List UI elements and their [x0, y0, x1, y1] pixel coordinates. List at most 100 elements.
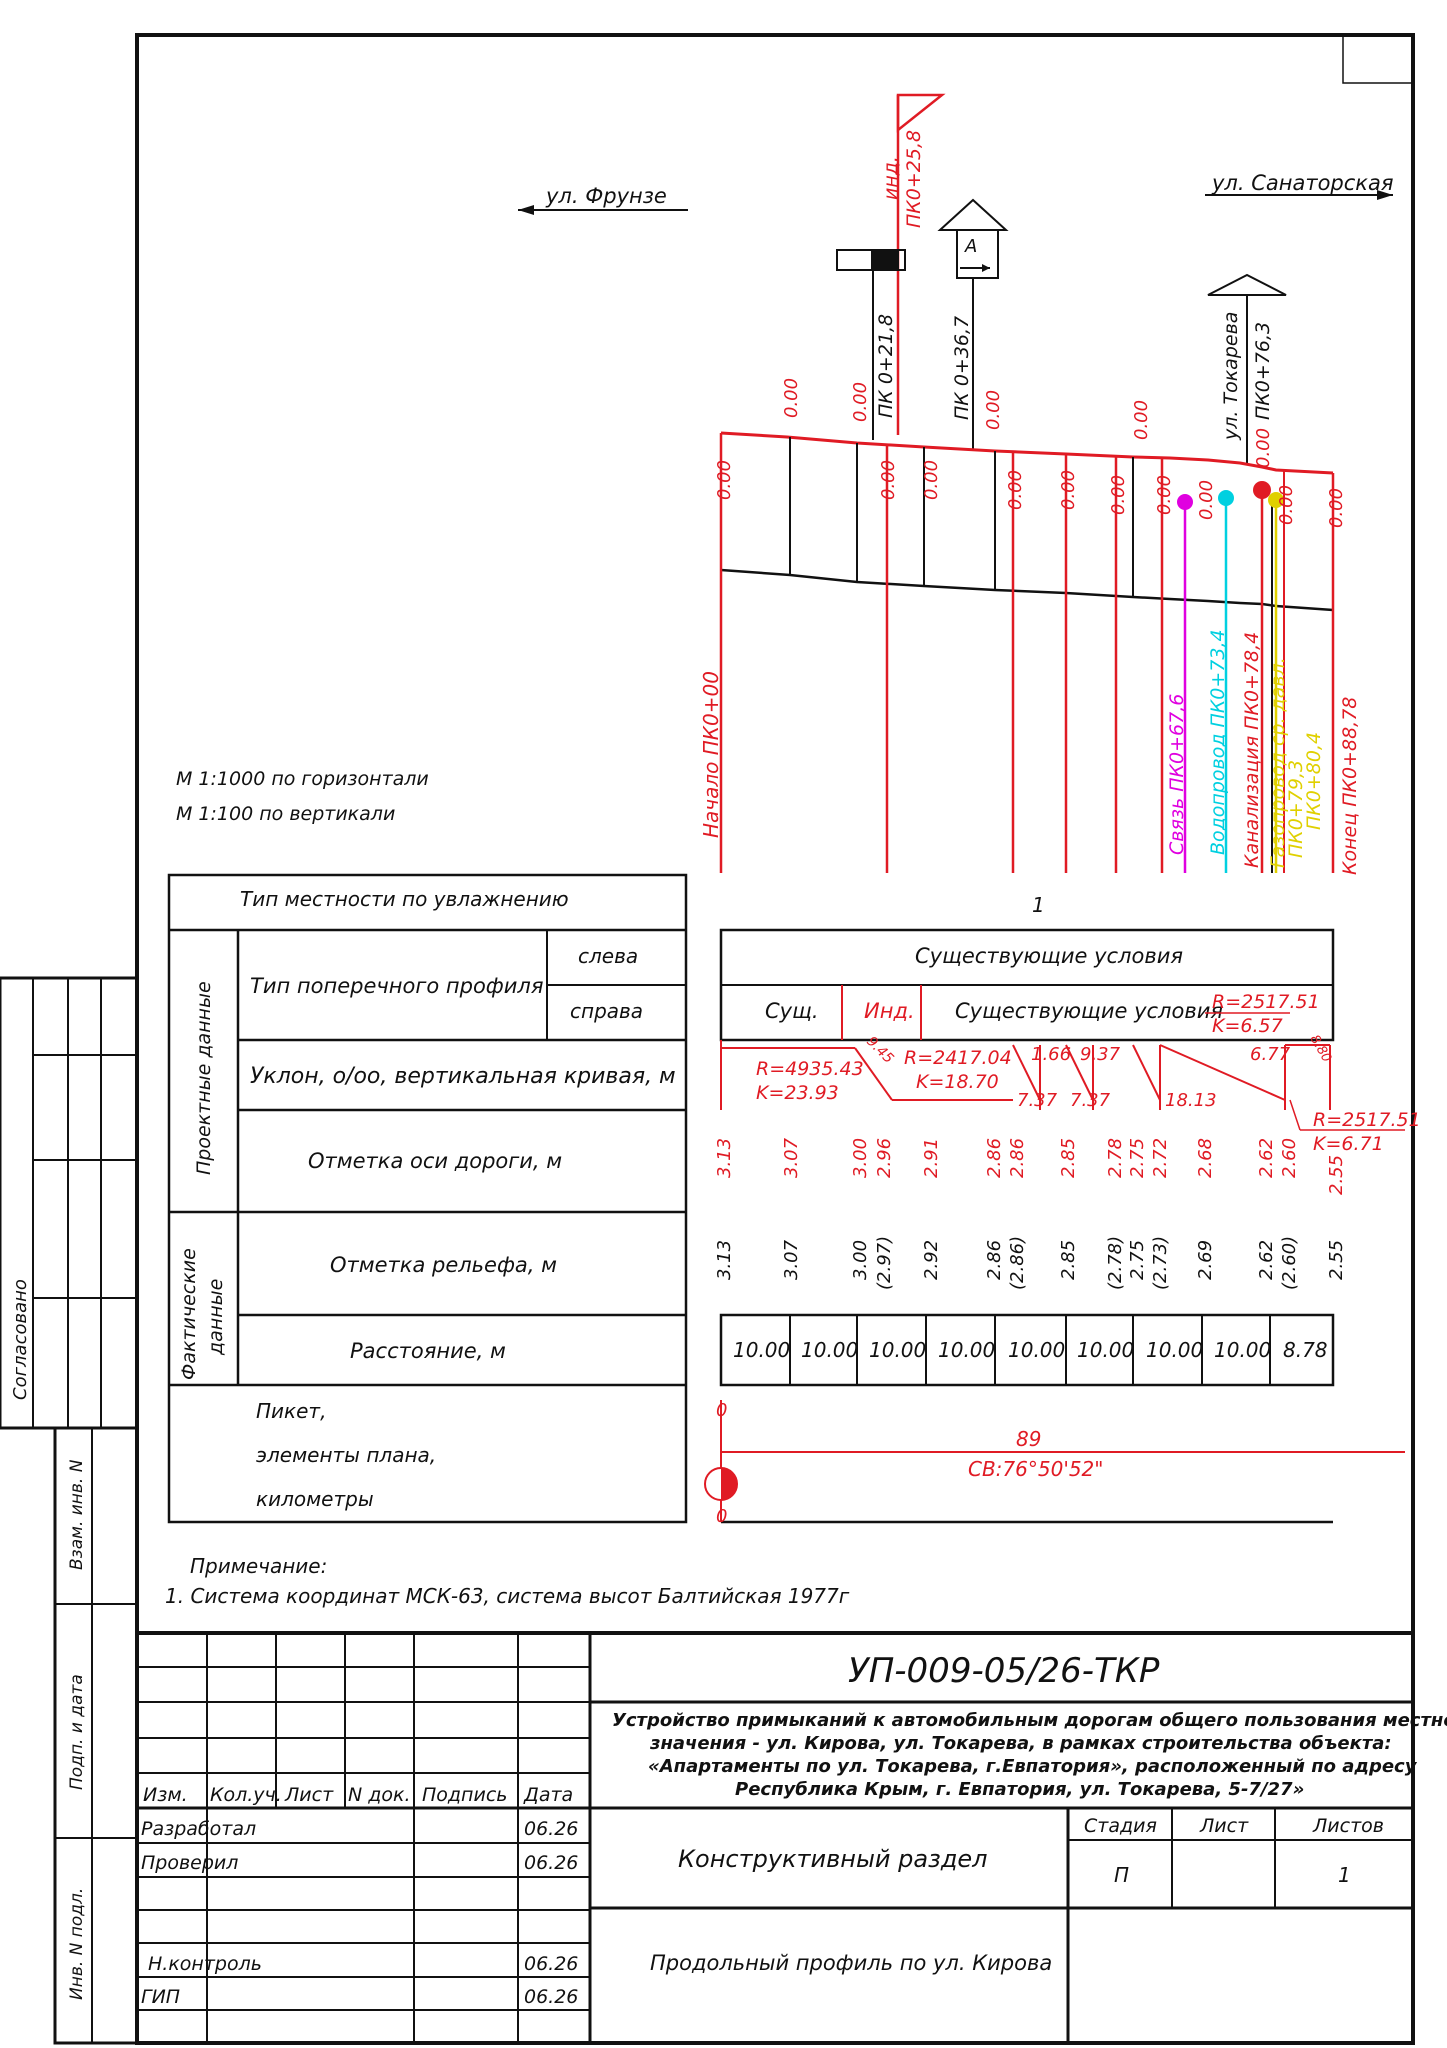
label-end: Конец ПК0+88,78 — [1339, 697, 1361, 875]
distance-cell: 10.00 — [1077, 1338, 1134, 1362]
group-actual-2: данные — [205, 1279, 227, 1356]
relief-mark: 2.85 — [1058, 1240, 1079, 1280]
stamp-sheet-title: Продольный профиль по ул. Кирова — [650, 1951, 1052, 1975]
slope-s7: 6.77 — [1250, 1044, 1291, 1065]
stamp-h-podp: Подпись — [422, 1784, 507, 1806]
relief-mark: 3.07 — [781, 1239, 802, 1280]
row-dist: Расстояние, м — [350, 1339, 506, 1363]
zero-label: 0.00 — [1253, 428, 1274, 468]
plan-bearing: СВ:76°50'52" — [968, 1457, 1103, 1481]
corner-box — [1342, 34, 1414, 84]
slope-s5: 7.37 — [1070, 1090, 1111, 1111]
pk-21-8: ПК 0+21,8 — [875, 314, 897, 418]
relief-mark: (2.78) — [1105, 1236, 1126, 1290]
note-line: 1. Система координат МСК-63, система выс… — [165, 1584, 850, 1608]
stamp-norm-control: Н.контроль — [148, 1953, 262, 1975]
label-gas2: ПК0+79,3 — [1285, 760, 1307, 858]
relief-mark: 2.55 — [1326, 1240, 1347, 1280]
sign-a: А — [964, 236, 977, 257]
row-picket-2: элементы плана, — [256, 1443, 436, 1467]
plan-length: 89 — [1016, 1427, 1041, 1451]
stamp-stage: П — [1114, 1863, 1129, 1887]
zero-label: 0.00 — [1058, 470, 1079, 510]
zero-label: 0.00 — [1131, 400, 1152, 440]
scale-horizontal: М 1:1000 по горизонтали — [176, 768, 429, 790]
relief-mark: 3.00 — [850, 1240, 871, 1280]
conditions-header: Существующие условия — [915, 944, 1183, 968]
row-relief: Отметка рельефа, м — [330, 1253, 557, 1277]
zero-label: 0.00 — [1326, 488, 1347, 528]
row-terrain: Тип местности по увлажнению — [240, 887, 569, 911]
slope-s1: 9.45 — [863, 1034, 896, 1067]
plan-row: 0 0 89 СВ:76°50'52" — [704, 1400, 1405, 1527]
stamp-list-header: Лист — [1199, 1815, 1249, 1837]
cond-existing-2: Существующие условия — [955, 999, 1223, 1023]
row-slope: Уклон, о/оо, вертикальная кривая, м — [250, 1064, 676, 1089]
relief-mark: 2.75 — [1127, 1240, 1148, 1280]
zero-label: 0.00 — [850, 382, 871, 422]
stamp-h-list: Лист — [284, 1784, 334, 1806]
zero-label: 0.00 — [714, 460, 735, 500]
sheet-number-top: 1 — [1032, 893, 1045, 917]
slope-s4: 7.37 — [1017, 1090, 1058, 1111]
pk-76-3: ПК0+76,3 — [1252, 322, 1274, 420]
relief-mark: 2.86 — [984, 1240, 1005, 1280]
relief-mark: (2.97) — [874, 1236, 895, 1290]
axis-mark: 2.86 — [984, 1138, 1005, 1178]
utility-labels: Начало ПК0+00 Связь ПК0+67,6 Водопровод … — [699, 629, 1361, 875]
relief-mark: (2.73) — [1150, 1236, 1171, 1290]
relief-mark: (2.86) — [1007, 1236, 1028, 1290]
stamp-date-4: 06.26 — [524, 1986, 578, 2008]
axis-mark: 2.78 — [1105, 1138, 1126, 1178]
distance-cell: 10.00 — [1214, 1338, 1271, 1362]
axis-mark: 2.75 — [1127, 1138, 1148, 1178]
distance-cell: 10.00 — [1146, 1338, 1203, 1362]
label-start: Начало ПК0+00 — [699, 671, 723, 838]
cross-right: справа — [570, 999, 643, 1023]
slope-r-c: R=2517.51 — [1313, 1109, 1421, 1131]
stamp-developer: Разработал — [141, 1818, 256, 1840]
pk-36-7: ПК 0+36,7 — [951, 316, 973, 420]
stamp-gip: ГИП — [141, 1986, 180, 2008]
note-title: Примечание: — [190, 1554, 327, 1578]
slope-k-c: K=6.71 — [1313, 1133, 1384, 1155]
axis-mark: 2.55 — [1326, 1155, 1347, 1195]
axis-mark: 2.60 — [1279, 1138, 1300, 1178]
axis-mark: 2.96 — [874, 1138, 895, 1178]
cond-existing: Сущ. — [765, 999, 819, 1023]
axis-mark: 2.91 — [921, 1138, 942, 1178]
axis-mark: 3.07 — [781, 1137, 802, 1178]
relief-mark: 3.13 — [714, 1240, 735, 1280]
stamp-desc-1: Устройство примыканий к автомобильным до… — [612, 1710, 1447, 1731]
scale-vertical: М 1:100 по вертикали — [176, 803, 395, 825]
cond-k1: K=6.57 — [1212, 1015, 1283, 1037]
stamp-section: Конструктивный раздел — [678, 1845, 988, 1873]
cross-left: слева — [578, 944, 638, 968]
plan-zero-top: 0 — [716, 1400, 727, 1421]
relief-mark: 2.62 — [1256, 1240, 1277, 1280]
stamp-h-data: Дата — [523, 1784, 573, 1806]
stamp-lists: 1 — [1338, 1863, 1351, 1887]
axis-mark: 2.72 — [1150, 1138, 1171, 1178]
stamp-desc-3: «Апартаменты по ул. Токарева, г.Евпатори… — [648, 1756, 1418, 1777]
street-tokareva: ул. Токарева — [1220, 312, 1242, 441]
zero-label: 0.00 — [1154, 475, 1175, 515]
side-agreed: Согласовано — [10, 1279, 31, 1400]
plan-zero-bottom: 0 — [716, 1506, 727, 1527]
label-gas3: ПК0+80,4 — [1303, 732, 1325, 830]
distance-cell: 10.00 — [1008, 1338, 1065, 1362]
row-axis: Отметка оси дороги, м — [308, 1149, 562, 1173]
distance-cell: 10.00 — [938, 1338, 995, 1362]
picket-markers: инд. ПК0+25,8 ПК 0+21,8 А ПК 0+36,7 ул. … — [836, 93, 1287, 465]
profile-table-labels: Тип местности по увлажнению Проектные да… — [167, 873, 688, 1524]
axis-mark: 2.68 — [1195, 1138, 1216, 1178]
stamp-h-kol: Кол.уч. — [210, 1784, 282, 1806]
label-sewer: Канализация ПК0+78,4 — [1241, 632, 1263, 868]
relief-mark: (2.60) — [1279, 1236, 1300, 1290]
row-cross: Тип поперечного профиля — [250, 974, 543, 998]
stamp-lists-header: Листов — [1312, 1815, 1384, 1837]
axis-marks: 3.13 3.07 3.00 2.96 2.91 2.86 2.86 2.85 … — [714, 1137, 1347, 1195]
stamp-h-ndok: N док. — [348, 1784, 411, 1806]
relief-mark: 2.69 — [1195, 1240, 1216, 1280]
